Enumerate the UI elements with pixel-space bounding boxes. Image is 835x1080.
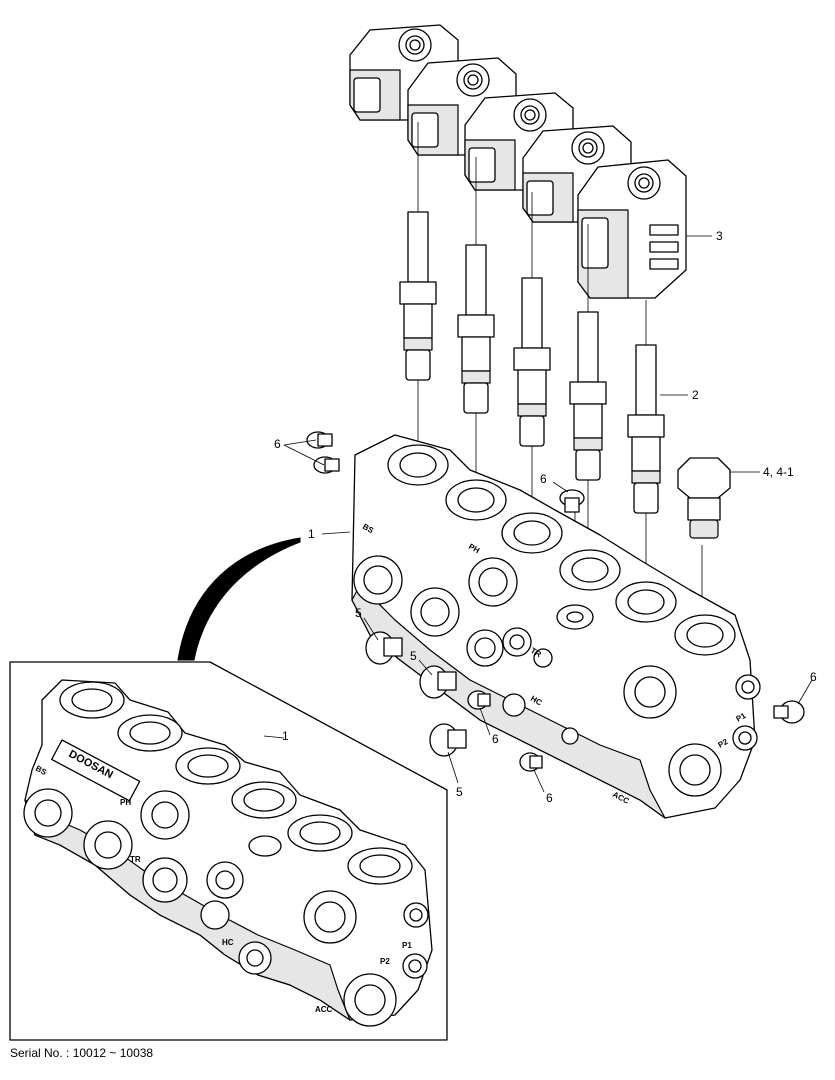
engraving-ph-inset: PH [120,798,131,807]
cartridge-valve-2 [457,244,495,414]
solenoid-coil-5 [577,159,687,299]
callout-6-mid: 6 [492,732,499,746]
callout-leaders [263,235,813,793]
plug-6-right [773,700,805,724]
manifold-block-inset: DOOSAN BS PH TR HC P2 P1 ACC [23,679,433,1027]
solenoid-coil-1 [349,24,459,121]
inset-frame [9,661,448,1041]
plug-5-c [429,723,467,757]
callout-2: 2 [692,388,699,402]
relief-plug [677,457,731,539]
engraving-hc-inset: HC [222,938,234,947]
callout-6-right: 6 [810,670,817,684]
callout-5-a: 5 [355,606,362,620]
cartridge-valve-3 [513,277,551,447]
callout-6-center: 6 [540,472,547,486]
plug-6-top-a [306,431,333,449]
plug-5-b [419,665,457,699]
plug-5-a [365,631,403,665]
callout-5-b: 5 [410,649,417,663]
plug-6-low [519,752,543,772]
callout-1-main: 1 [308,527,315,541]
plug-6-center [559,489,585,513]
callout-5-c: 5 [456,785,463,799]
callout-1-inset: 1 [282,729,289,743]
cartridge-valve-1 [399,211,437,381]
manifold-block-main: ACC P1 P2 HC BS PH TR [351,434,761,819]
callout-6-low: 6 [546,791,553,805]
engraving-p1-inset: P1 [402,941,412,950]
engraving-tr-inset: TR [130,855,141,864]
callout-4-4-1: 4, 4-1 [763,465,794,479]
serial-number: Serial No. : 10012 ~ 10038 [10,1046,154,1060]
engraving-p2-inset: P2 [380,957,390,966]
cartridge-valve-5 [627,344,665,514]
callout-3: 3 [716,229,723,243]
cartridge-valve-4 [569,311,607,481]
callout-6-top: 6 [274,437,281,451]
inset-pointer-arrow [177,537,301,661]
plug-6-mid [467,690,491,710]
plug-6-top-b [313,456,340,474]
engraving-p2-main: P2 [717,737,730,750]
engraving-acc-inset: ACC [315,1005,333,1014]
engraving-p1-main: P1 [735,711,748,724]
